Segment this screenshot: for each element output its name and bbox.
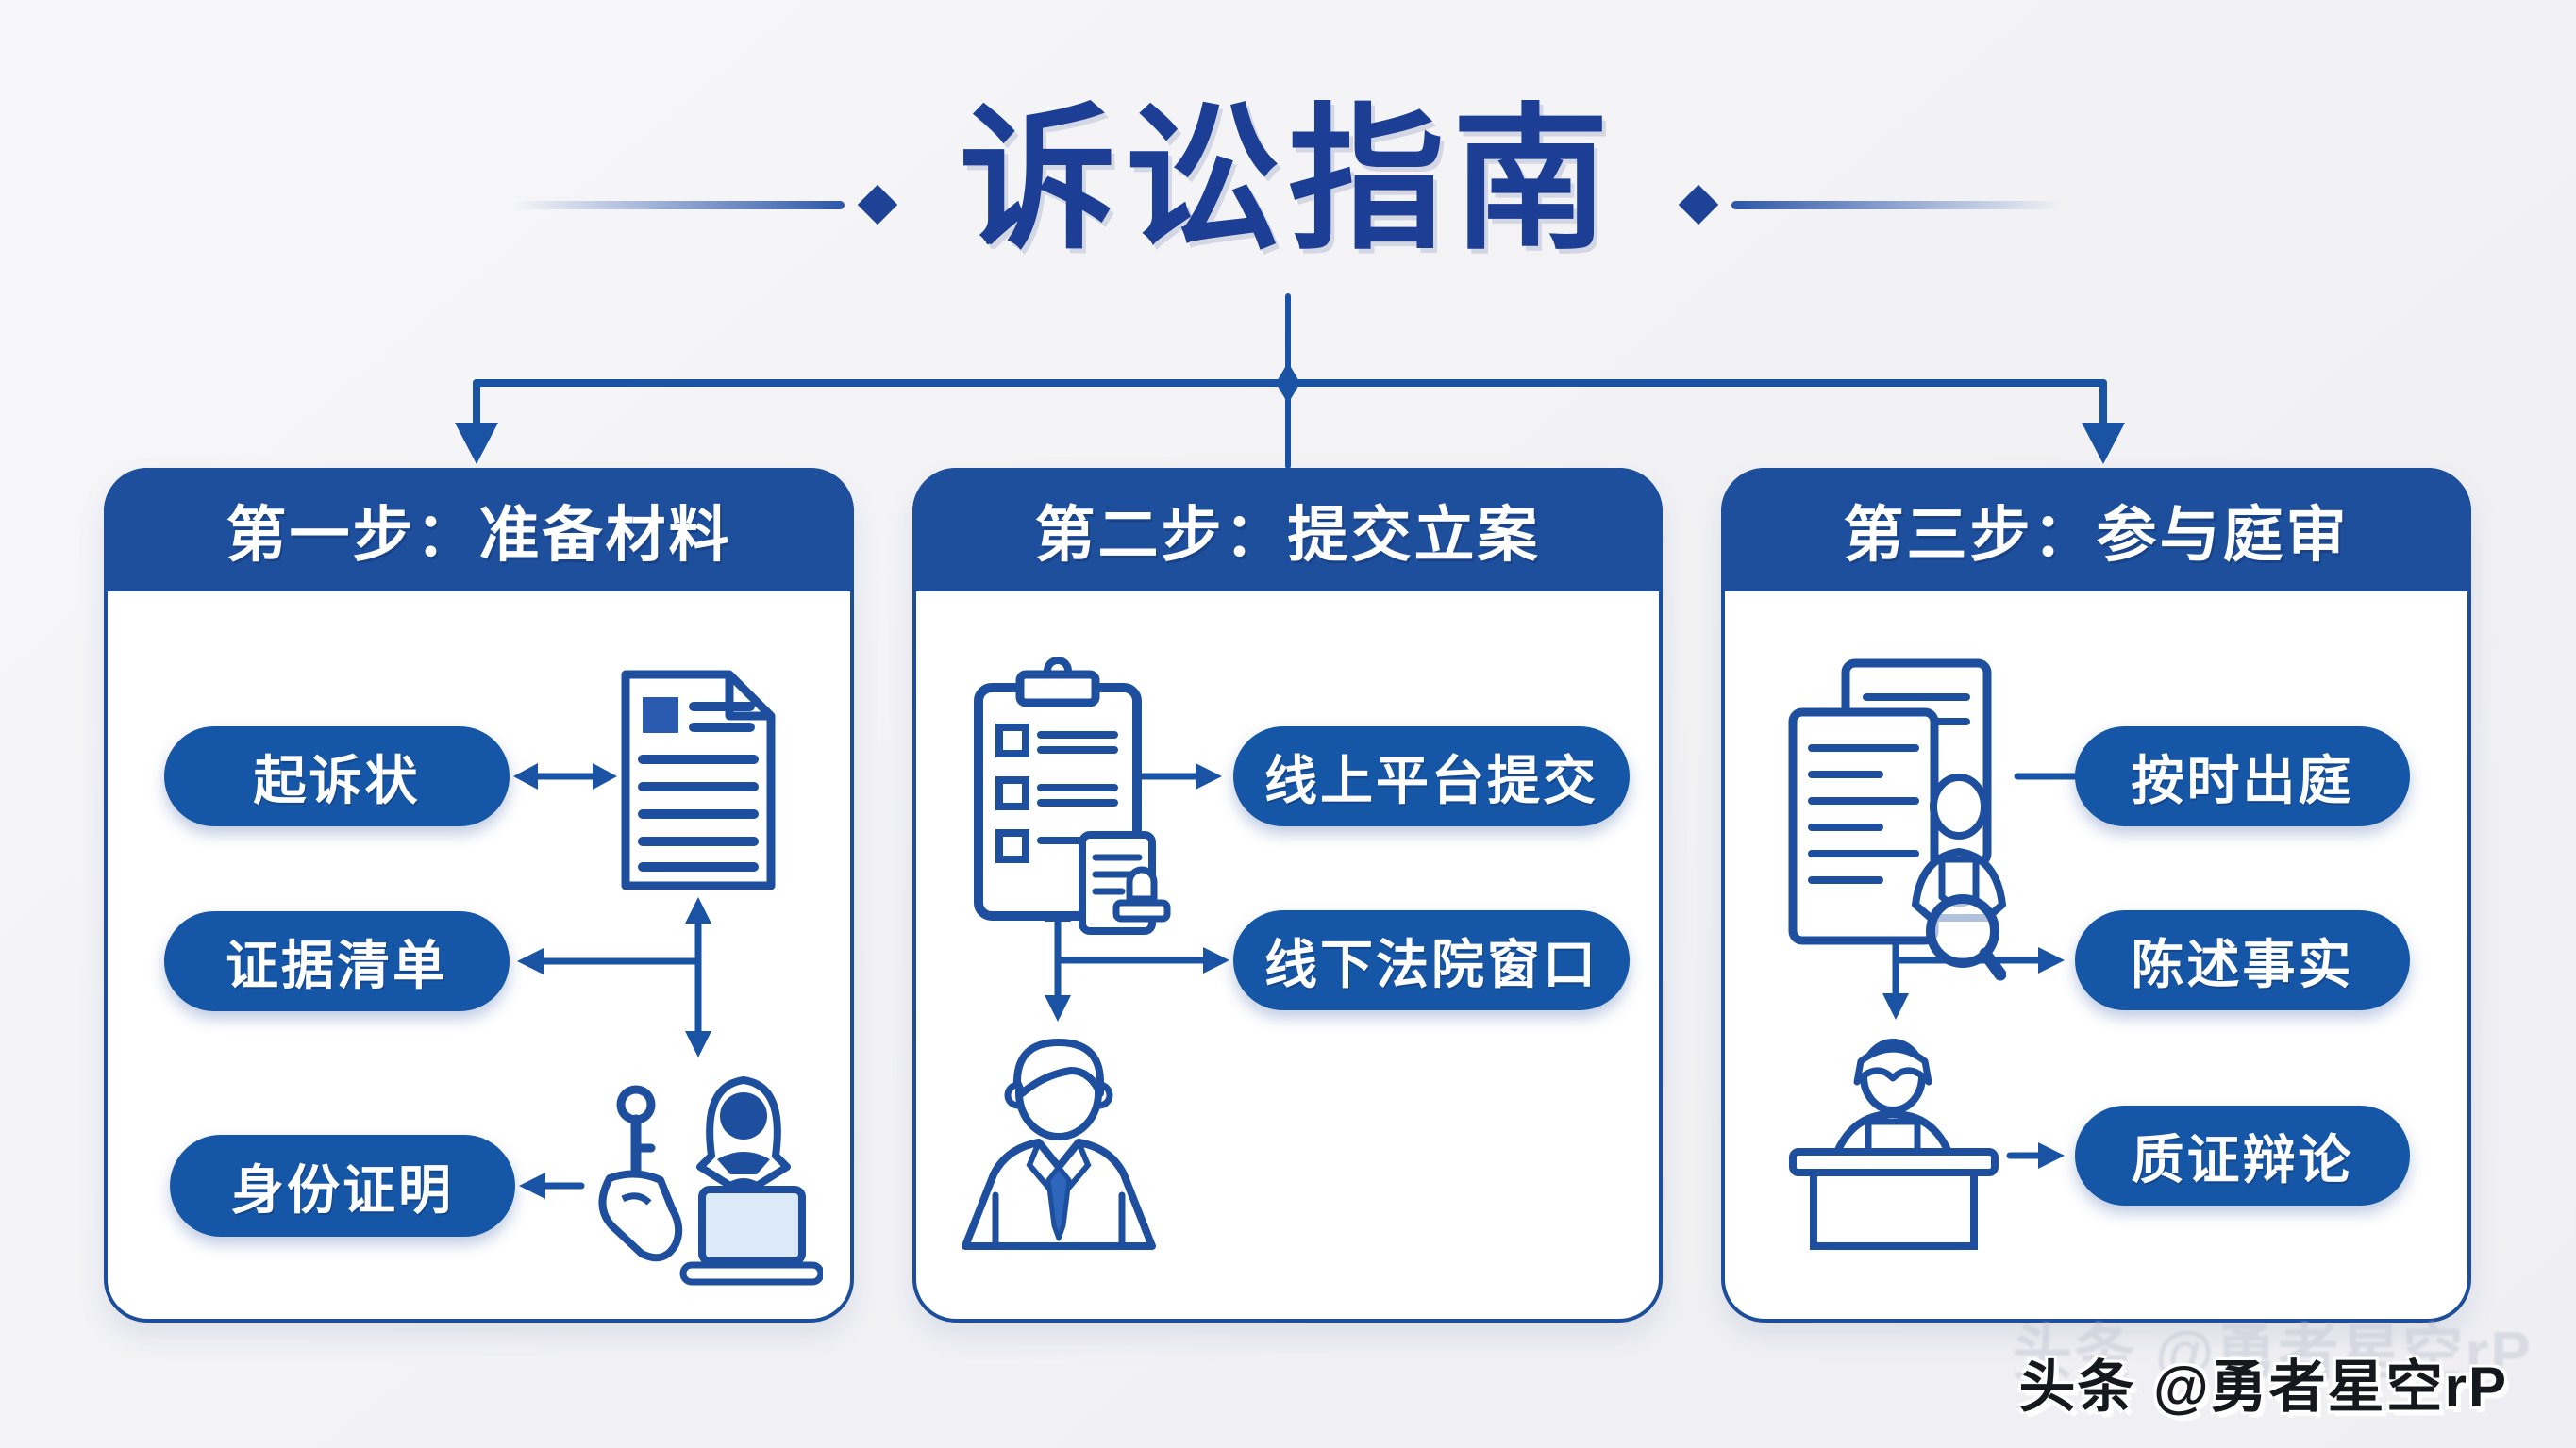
title-decor-line-left (514, 201, 845, 209)
step-3-card: 第三步：参与庭审 按时出庭 陈述事实 质证辩论 (1721, 468, 2471, 1323)
watermark: 头条 @勇者星空rP (2018, 1356, 2508, 1419)
step-2-header: 第二步：提交立案 (912, 468, 1663, 591)
pill-state-facts: 陈述事实 (2075, 910, 2410, 1010)
branch-connector (455, 293, 2125, 469)
page-title: 诉讼指南 (960, 93, 1616, 268)
litigant-person-icon (962, 1039, 1156, 1250)
complaint-document-icon (621, 670, 776, 890)
step-2-body: 线上平台提交 线下法院窗口 (912, 591, 1663, 1323)
title-decor-line-right (1731, 201, 2062, 209)
step-1-card: 第一步：准备材料 起诉状 证据清单 身份证明 (104, 468, 854, 1323)
step-1-arrows (513, 763, 711, 1199)
step-1-body: 起诉状 证据清单 身份证明 (104, 591, 854, 1323)
step-2-card: 第二步：提交立案 线上平台提交 线下法院窗口 (912, 468, 1663, 1323)
evidence-review-icon (1788, 658, 2006, 981)
pill-online-platform: 线上平台提交 (1233, 726, 1630, 826)
step-3-body: 按时出庭 陈述事实 质证辩论 (1721, 591, 2471, 1323)
step-3-header: 第三步：参与庭审 (1721, 468, 2471, 591)
filing-checklist-icon (974, 657, 1171, 935)
watermark-ghost: 头条 @勇者星空rP (2012, 1319, 2533, 1387)
courtroom-desk-icon (1789, 1039, 1999, 1250)
pill-complaint: 起诉状 (164, 726, 510, 826)
pill-cross-examination: 质证辩论 (2075, 1106, 2410, 1206)
pill-court-window: 线下法院窗口 (1233, 910, 1630, 1010)
step-1-header: 第一步：准备材料 (104, 468, 854, 591)
pill-appear-on-time: 按时出庭 (2075, 726, 2410, 826)
identity-verification-icon (598, 1076, 823, 1286)
pill-evidence-list: 证据清单 (164, 911, 510, 1011)
pill-identity-proof: 身份证明 (170, 1135, 515, 1237)
